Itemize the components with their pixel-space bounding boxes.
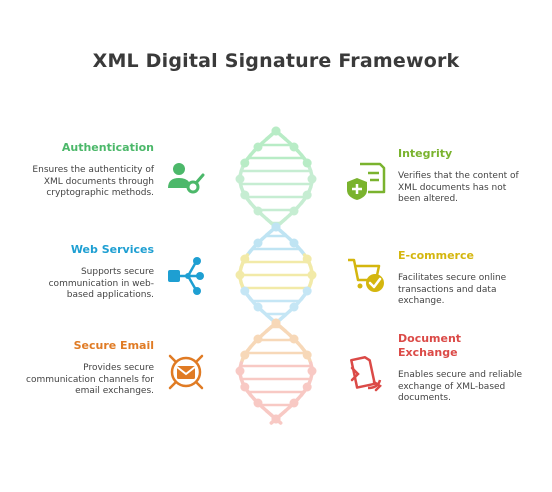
helix-dot bbox=[271, 126, 281, 136]
helix-dot bbox=[240, 286, 250, 296]
e-commerce-description: Facilitates secure online transactions a… bbox=[398, 273, 507, 306]
helix-dot bbox=[271, 318, 281, 328]
helix-dots bbox=[235, 126, 317, 424]
document-exchange-icon bbox=[346, 352, 386, 392]
helix-dot bbox=[253, 398, 263, 408]
secure-email-block: Secure Email Provides secure communicati… bbox=[24, 339, 154, 398]
helix-dot bbox=[307, 270, 317, 280]
helix-dot bbox=[240, 382, 250, 392]
web-services-block: Web Services Supports secure communicati… bbox=[24, 243, 154, 302]
integrity-heading: Integrity bbox=[398, 147, 453, 160]
helix-dot bbox=[302, 190, 312, 200]
helix-dot bbox=[271, 414, 281, 424]
helix-dot bbox=[302, 286, 312, 296]
e-commerce-heading: E-commerce bbox=[398, 249, 474, 262]
authentication-block: Authentication Ensures the authenticity … bbox=[24, 141, 154, 200]
helix-dot bbox=[240, 158, 250, 168]
helix-dot bbox=[307, 174, 317, 184]
helix-rungs bbox=[240, 143, 312, 407]
helix-dot bbox=[235, 270, 245, 280]
helix-dot bbox=[253, 334, 263, 344]
helix-dot bbox=[271, 222, 281, 232]
helix-dot bbox=[307, 366, 317, 376]
web-services-heading: Web Services bbox=[70, 243, 154, 256]
helix-dot bbox=[253, 238, 263, 248]
helix-dot bbox=[240, 254, 250, 264]
page-title: XML Digital Signature Framework bbox=[92, 50, 460, 72]
integrity-description: Verifies that the content of XML documen… bbox=[398, 171, 519, 204]
integrity-block: Integrity Verifies that the content of X… bbox=[398, 147, 526, 206]
helix-dot bbox=[302, 158, 312, 168]
helix-dot bbox=[235, 366, 245, 376]
helix-dot bbox=[289, 142, 299, 152]
shield-document-icon bbox=[346, 162, 386, 202]
secure-email-heading: Secure Email bbox=[73, 339, 154, 352]
secure-email-description: Provides secure communication channels f… bbox=[26, 363, 154, 396]
web-services-description: Supports secure communication in web-bas… bbox=[48, 267, 154, 300]
helix-dot bbox=[235, 174, 245, 184]
envelope-icon bbox=[166, 352, 206, 392]
helix-dot bbox=[289, 238, 299, 248]
helix-dot bbox=[240, 190, 250, 200]
document-exchange-block: Document Exchange Enables secure and rel… bbox=[398, 332, 526, 405]
helix-dot bbox=[253, 142, 263, 152]
helix-dot bbox=[289, 302, 299, 312]
helix-dot bbox=[302, 254, 312, 264]
cart-check-icon bbox=[346, 256, 386, 296]
helix-dot bbox=[240, 350, 250, 360]
helix-dot bbox=[253, 302, 263, 312]
helix-dot bbox=[302, 350, 312, 360]
helix-dot bbox=[289, 398, 299, 408]
helix-dot bbox=[302, 382, 312, 392]
e-commerce-block: E-commerce Facilitates secure online tra… bbox=[398, 249, 526, 308]
document-exchange-description: Enables secure and reliable exchange of … bbox=[398, 370, 523, 403]
helix-dot bbox=[289, 206, 299, 216]
network-hub-icon bbox=[166, 256, 206, 296]
authentication-heading: Authentication bbox=[61, 141, 154, 154]
helix-dot bbox=[289, 334, 299, 344]
user-key-icon bbox=[166, 160, 206, 200]
document-exchange-heading: Document Exchange bbox=[398, 332, 462, 359]
authentication-description: Ensures the authenticity of XML document… bbox=[32, 165, 154, 198]
helix-dot bbox=[253, 206, 263, 216]
